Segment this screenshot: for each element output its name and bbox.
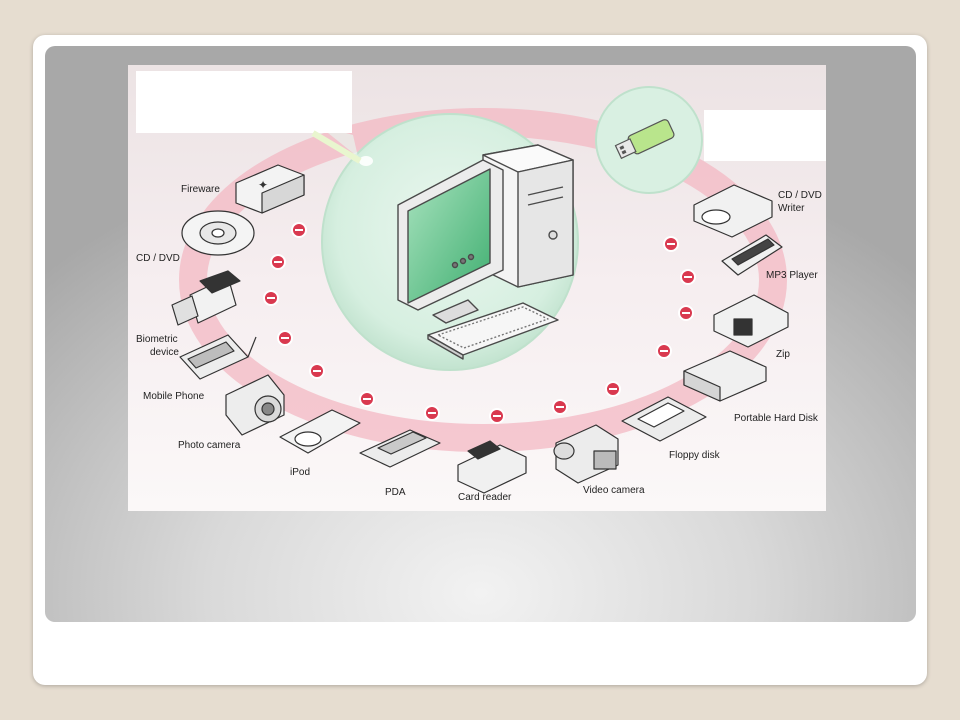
- block-icon: [489, 408, 505, 424]
- block-icon: [309, 363, 325, 379]
- label-photo-camera: Photo camera: [178, 440, 241, 451]
- block-icon: [605, 381, 621, 397]
- device-labels: Fireware CD / DVD Biometric device Mobil…: [136, 184, 822, 503]
- cd-dvd-writer-icon: [693, 184, 773, 238]
- callout-pointer: [311, 130, 362, 164]
- label-mp3-player: MP3 Player: [766, 270, 818, 281]
- pda-icon: [359, 429, 441, 468]
- block-icon: [424, 405, 440, 421]
- ipod-icon: [279, 409, 361, 454]
- block-icon: [291, 222, 307, 238]
- label-pda: PDA: [385, 487, 406, 498]
- label-cd-dvd-writer-line2: Writer: [778, 203, 805, 214]
- usb-drive-icon: [614, 119, 675, 160]
- label-zip: Zip: [776, 349, 790, 360]
- label-ipod: iPod: [290, 467, 310, 478]
- mobile-phone-icon: [179, 334, 257, 380]
- usb-bubble: [595, 86, 703, 194]
- callout-box-left: [136, 71, 352, 133]
- block-icon: [359, 391, 375, 407]
- device-control-diagram: ✦: [128, 65, 826, 511]
- block-icon: [680, 269, 696, 285]
- label-fireware: Fireware: [181, 184, 220, 195]
- callout-box-right: [704, 110, 826, 161]
- label-floppy-disk: Floppy disk: [669, 450, 721, 461]
- label-portable-hard-disk: Portable Hard Disk: [734, 413, 819, 424]
- block-icon: [552, 399, 568, 415]
- label-cd-dvd: CD / DVD: [136, 253, 180, 264]
- label-biometric-line1: Biometric: [136, 334, 178, 345]
- firewire-icon: ✦: [235, 164, 305, 214]
- computer-icon: [397, 144, 574, 360]
- video-camera-icon: [553, 424, 619, 484]
- label-video-camera: Video camera: [583, 485, 645, 496]
- block-icon: [656, 343, 672, 359]
- block-icon: [678, 305, 694, 321]
- photo-camera-icon: [225, 374, 285, 436]
- block-icon: [263, 290, 279, 306]
- cd-dvd-icon: [181, 210, 255, 256]
- block-icon: [663, 236, 679, 252]
- block-icon: [270, 254, 286, 270]
- zip-icon: [713, 294, 789, 348]
- label-cd-dvd-writer-line1: CD / DVD: [778, 190, 822, 201]
- floppy-disk-icon: [621, 396, 707, 442]
- mp3-player-icon: [721, 234, 783, 276]
- label-mobile-phone: Mobile Phone: [143, 391, 205, 402]
- svg-text:✦: ✦: [258, 178, 268, 192]
- biometric-device-icon: [171, 270, 241, 326]
- label-card-reader: Card reader: [458, 492, 512, 503]
- block-icon: [277, 330, 293, 346]
- card-reader-icon: [457, 440, 527, 494]
- block-icons: [263, 222, 696, 424]
- portable-hard-disk-icon: [683, 350, 767, 402]
- label-biometric-line2: device: [150, 347, 179, 358]
